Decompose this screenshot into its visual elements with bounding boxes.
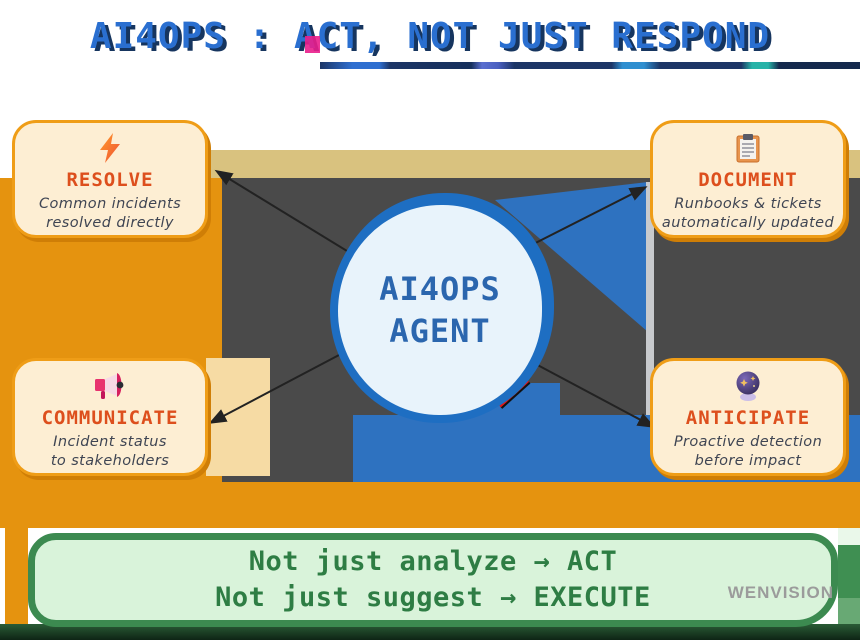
wenvision-watermark: WENVISION: [727, 583, 834, 602]
banner-line-1: Not just analyze → ACT: [248, 546, 618, 577]
agent-label-line1: AI4OPS: [379, 270, 501, 308]
card-title: ANTICIPATE: [685, 407, 811, 429]
green-edge-mid: [838, 545, 860, 598]
megaphone-icon: [93, 369, 127, 403]
bottom-dark-strip: [0, 624, 860, 640]
peach-block: [206, 358, 270, 476]
card-title: COMMUNICATE: [41, 407, 179, 429]
summary-banner: Not just analyze → ACT Not just suggest …: [28, 533, 838, 627]
orange-left-sliver: [5, 528, 28, 628]
lightning-icon: [97, 131, 123, 165]
orange-band: [0, 482, 860, 528]
glitch-strip: [320, 62, 860, 69]
card-title: DOCUMENT: [698, 169, 798, 191]
crystal-ball-icon: [733, 369, 763, 403]
banner-line-2: Not just suggest → EXECUTE: [215, 582, 651, 613]
page-title-text: AI4OPS : ACT, NOT JUST RESPOND: [89, 16, 771, 57]
magenta-glitch-dot: [305, 36, 320, 53]
green-edge-light: [838, 528, 860, 545]
page-title-shadow: AI4OPS : ACT, NOT JUST RESPOND: [93, 19, 775, 60]
light-gray-column: [646, 182, 654, 482]
card-title: RESOLVE: [66, 169, 154, 191]
clipboard-icon: [736, 131, 760, 165]
page-title: AI4OPS : ACT, NOT JUST RESPOND AI4OPS : …: [0, 14, 860, 64]
ai4ops-agent-node[interactable]: AI4OPS AGENT: [330, 197, 550, 423]
agent-label-line2: AGENT: [389, 312, 491, 350]
